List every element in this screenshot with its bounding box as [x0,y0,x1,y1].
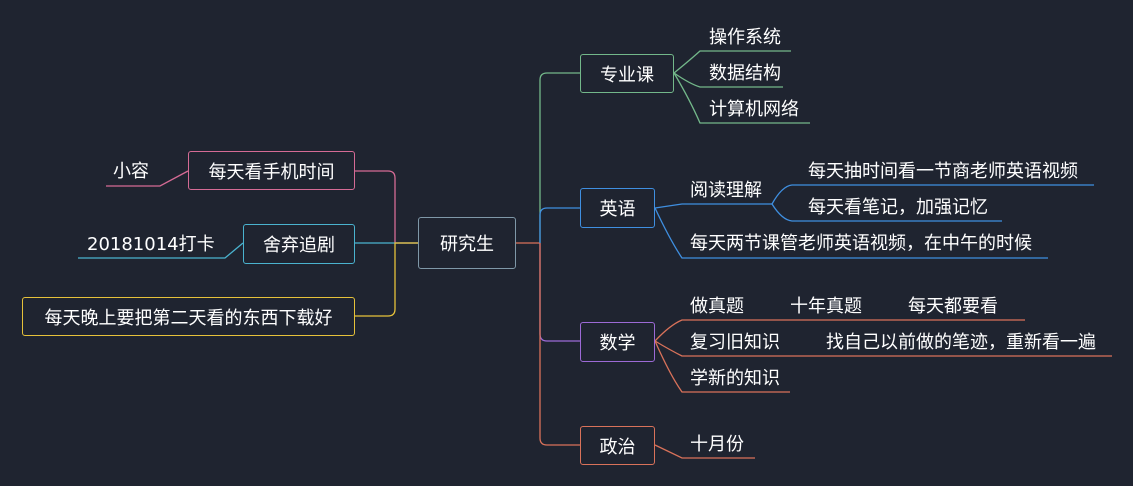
daily-english-label[interactable]: 每天两节课管老师英语视频，在中午的时候 [690,233,1032,254]
link-center-download [355,242,418,317]
link-center-phone [355,170,418,244]
english-node[interactable]: 英语 [580,188,655,228]
quit-drama-node[interactable]: 舍弃追剧 [243,224,355,264]
download-node[interactable]: 每天晚上要把第二天看的东西下载好 [22,297,355,336]
link-major-os [673,50,791,74]
os-label[interactable]: 操作系统 [709,27,781,48]
link-major-net [673,72,810,124]
learn-new-label[interactable]: 学新的知识 [690,368,780,389]
october-label[interactable]: 十月份 [690,434,744,455]
phone-time-node[interactable]: 每天看手机时间 [188,151,355,190]
link-drama-date [78,242,244,259]
link-reading-item2 [771,203,1002,222]
link-math-learn [654,340,790,393]
review-notes-label[interactable]: 每天看笔记，加强记忆 [808,197,988,218]
link-reading-item1 [771,184,1094,205]
link-english-daily [654,207,1048,259]
computer-network-label[interactable]: 计算机网络 [709,99,799,120]
major-course-node[interactable]: 专业课 [580,54,674,93]
link-math-exam [654,319,1025,342]
english-video-label[interactable]: 每天抽时间看一节商老师英语视频 [808,161,1078,182]
exam-practice-label[interactable]: 做真题 [690,296,744,317]
review-old-label[interactable]: 复习旧知识 [690,332,780,353]
link-phone-xiaorong [106,170,189,187]
link-center-english [539,207,580,243]
politics-node[interactable]: 政治 [580,426,655,465]
center-node[interactable]: 研究生 [418,217,516,269]
link-politics-october [654,444,755,459]
data-structure-label[interactable]: 数据结构 [709,63,781,84]
link-center-major [539,72,580,243]
daily-watch-label[interactable]: 每天都要看 [908,296,998,317]
ten-year-exam-label[interactable]: 十年真题 [790,296,862,317]
math-node[interactable]: 数学 [580,322,655,362]
link-major-ds [673,72,783,88]
reading-label[interactable]: 阅读理解 [690,180,762,201]
link-math-review [654,340,1112,357]
link-english-reading [654,203,772,209]
checkin-date-label[interactable]: 20181014打卡 [87,234,215,255]
xiaorong-label[interactable]: 小容 [113,161,149,182]
link-center-politics [539,243,580,446]
old-notes-label[interactable]: 找自己以前做的笔迹，重新看一遍 [826,332,1096,353]
link-center-math [539,243,580,342]
